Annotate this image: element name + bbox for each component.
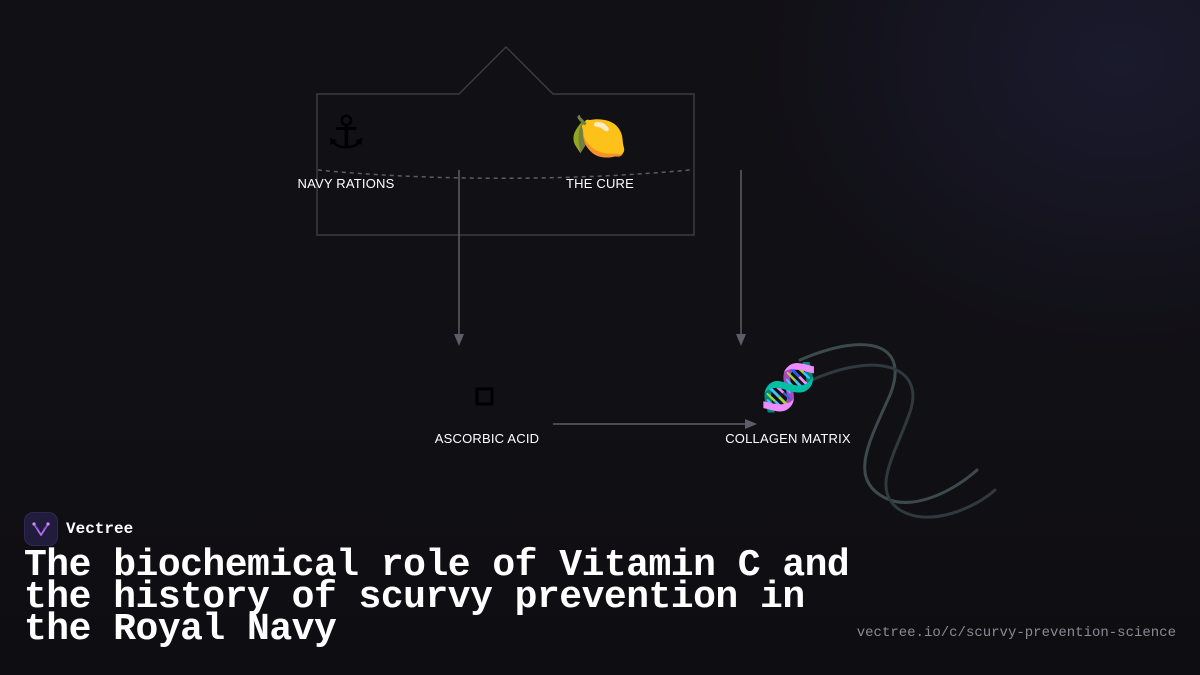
vectree-logo-icon: [24, 512, 58, 546]
anchor-icon: ⚓: [325, 105, 367, 159]
helix-strand-inner: [810, 363, 997, 519]
molecule-placeholder-icon: [475, 387, 494, 406]
group-outline: [316, 45, 695, 236]
helix-strand-outer: [798, 343, 979, 504]
node-label-navy-rations: NAVY RATIONS: [297, 176, 395, 191]
node-label-the-cure: THE CURE: [565, 176, 635, 191]
source-url[interactable]: vectree.io/c/scurvy-prevention-science: [856, 625, 1176, 641]
brand: Vectree: [24, 512, 133, 546]
node-label-ascorbic-acid: ASCORBIC ACID: [434, 431, 540, 446]
node-label-collagen-matrix: COLLAGEN MATRIX: [725, 431, 851, 446]
brand-name: Vectree: [66, 520, 134, 538]
lemon-icon: 🍋: [570, 109, 628, 163]
dna-icon: 🧬: [760, 360, 818, 414]
page-title: The biochemical role of Vitamin C and th…: [24, 544, 850, 651]
dashed-link-navy-cure: [317, 169, 691, 179]
